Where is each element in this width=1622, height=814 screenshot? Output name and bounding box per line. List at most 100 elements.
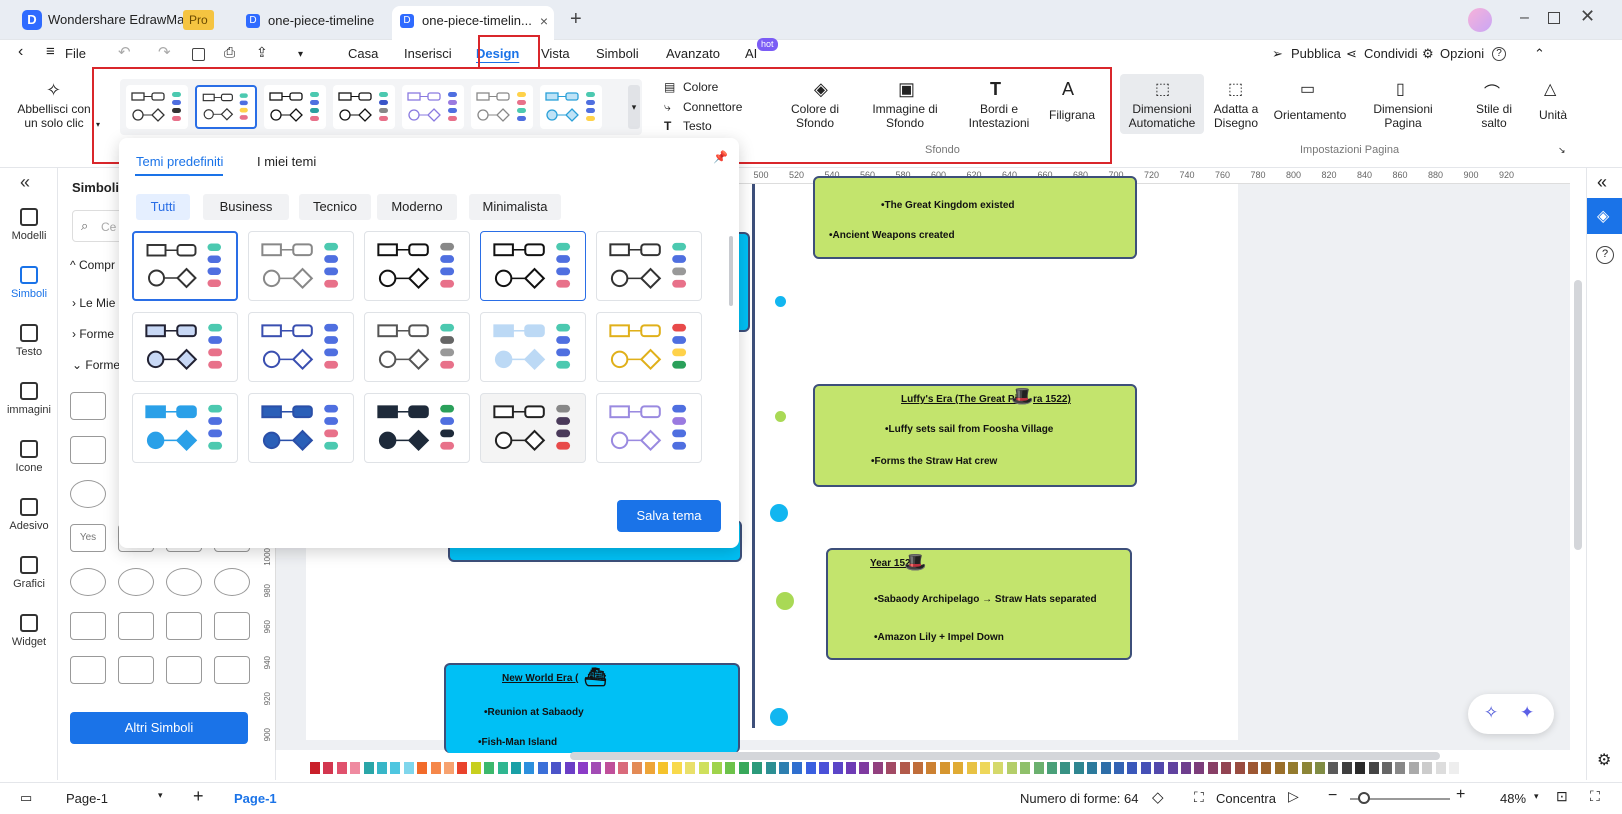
orientation-button[interactable]: Orientamento xyxy=(1273,108,1347,122)
collapse-panel-icon[interactable]: « xyxy=(20,172,31,192)
tab-my-themes[interactable]: I miei temi xyxy=(257,154,317,169)
tab-document-1[interactable]: D one-piece-timeline xyxy=(238,6,388,40)
shape-circle[interactable] xyxy=(214,568,250,596)
theme-card[interactable] xyxy=(132,312,238,382)
color-swatch[interactable] xyxy=(685,762,696,774)
color-swatch[interactable] xyxy=(1288,762,1299,774)
color-swatch[interactable] xyxy=(564,762,575,774)
shape-wave-shape[interactable] xyxy=(118,612,154,640)
export-icon[interactable]: ⇪ xyxy=(256,44,268,60)
theme-card[interactable] xyxy=(248,393,354,463)
menu-inserisci[interactable]: Inserisci xyxy=(404,46,452,61)
color-swatch[interactable] xyxy=(1114,762,1124,774)
color-swatch[interactable] xyxy=(618,762,629,774)
color-swatch[interactable] xyxy=(805,762,816,774)
page-layout-icon[interactable]: ▭ xyxy=(20,790,33,805)
dropdown-scrollbar[interactable] xyxy=(729,236,733,306)
rail-item-simboli[interactable]: Simboli xyxy=(0,266,58,300)
color-swatch[interactable] xyxy=(604,762,615,774)
color-swatch[interactable] xyxy=(1060,762,1071,774)
color-swatch[interactable] xyxy=(926,762,937,774)
color-swatch[interactable] xyxy=(1435,762,1446,774)
help-icon[interactable]: ? xyxy=(1596,246,1614,264)
zoom-slider-handle[interactable] xyxy=(1358,792,1370,804)
save-theme-button[interactable]: Salva tema xyxy=(617,500,721,532)
theme-thumbnail[interactable] xyxy=(402,85,464,129)
color-swatch[interactable] xyxy=(1274,762,1285,774)
color-swatch[interactable] xyxy=(1234,762,1245,774)
color-swatch[interactable] xyxy=(1221,762,1232,774)
shape-ellipse[interactable] xyxy=(70,480,106,508)
watermark-button[interactable]: Filigrana xyxy=(1048,108,1096,122)
connector-dropdown[interactable]: Connettore xyxy=(683,100,743,114)
tab-predefined-themes[interactable]: Temi predefiniti xyxy=(136,154,224,169)
color-swatch[interactable] xyxy=(1194,762,1205,774)
color-swatch[interactable] xyxy=(832,762,843,774)
jump-style-button[interactable]: Stile di salto xyxy=(1475,102,1513,130)
shape-wave-shape[interactable] xyxy=(214,612,250,640)
minimize-icon[interactable]: – xyxy=(1520,9,1529,26)
color-swatch[interactable] xyxy=(484,762,495,774)
focus-icon[interactable]: ⛶ xyxy=(1194,789,1204,805)
auto-size-button[interactable]: Dimensioni Automatiche xyxy=(1128,102,1196,130)
vertical-scrollbar[interactable] xyxy=(1574,280,1582,550)
color-swatch[interactable] xyxy=(578,762,588,774)
expand-right-panel-icon[interactable]: « xyxy=(1597,172,1608,192)
color-swatch[interactable] xyxy=(430,762,441,774)
theme-card[interactable] xyxy=(480,393,586,463)
color-swatch[interactable] xyxy=(913,762,923,774)
zoom-in-icon[interactable]: + xyxy=(1456,786,1466,803)
color-swatch[interactable] xyxy=(1100,762,1111,774)
close-window-icon[interactable]: ✕ xyxy=(1580,6,1596,26)
theme-card[interactable] xyxy=(132,393,238,463)
rail-item-grafici[interactable]: Grafici xyxy=(0,556,58,590)
color-swatch[interactable] xyxy=(939,762,950,774)
page-select-chevron-icon[interactable]: ▾ xyxy=(158,790,163,800)
print-icon[interactable]: ⎙ xyxy=(224,44,236,60)
color-swatch[interactable] xyxy=(1395,762,1406,774)
color-swatch[interactable] xyxy=(1328,762,1339,774)
color-swatch[interactable] xyxy=(765,762,776,774)
pin-icon[interactable]: 📌 xyxy=(713,150,728,164)
color-swatch[interactable] xyxy=(1248,762,1258,774)
filter-technical[interactable]: Tecnico xyxy=(299,194,371,220)
text-dropdown[interactable]: Testo xyxy=(683,119,712,133)
color-swatch[interactable] xyxy=(1181,762,1191,774)
color-swatch[interactable] xyxy=(1006,762,1017,774)
menu-casa[interactable]: Casa xyxy=(348,46,379,61)
theme-card[interactable] xyxy=(132,231,238,301)
theme-thumbnail[interactable] xyxy=(126,85,188,129)
rail-item-adesivo[interactable]: Adesivo xyxy=(0,498,58,532)
rail-item-widget[interactable]: Widget xyxy=(0,614,58,648)
shape-hexagon[interactable] xyxy=(70,656,106,684)
color-swatch[interactable] xyxy=(1167,762,1178,774)
theme-thumbnail[interactable] xyxy=(333,85,395,129)
menu-file[interactable]: File xyxy=(65,46,86,61)
color-swatch[interactable] xyxy=(698,762,709,774)
theme-card[interactable] xyxy=(596,393,702,463)
page-tab[interactable]: Page-1 xyxy=(234,791,277,806)
timeline-event-box[interactable]: •The Great Kingdom existed •Ancient Weap… xyxy=(813,176,1137,259)
play-icon[interactable]: ▷ xyxy=(1288,788,1299,804)
back-icon[interactable]: ‹ xyxy=(18,43,24,60)
color-swatch[interactable] xyxy=(872,762,883,774)
color-swatch[interactable] xyxy=(792,762,803,774)
color-swatch[interactable] xyxy=(899,762,910,774)
color-swatch[interactable] xyxy=(1408,762,1419,774)
color-swatch[interactable] xyxy=(524,762,535,774)
shape-process-rect[interactable] xyxy=(70,392,106,420)
zoom-level[interactable]: 48% xyxy=(1500,791,1527,806)
zoom-out-icon[interactable]: − xyxy=(1328,787,1338,804)
color-dropdown[interactable]: Colore xyxy=(683,80,719,94)
zoom-chevron-icon[interactable]: ▾ xyxy=(1534,791,1539,801)
page-select[interactable]: Page-1 xyxy=(66,791,108,806)
filter-business[interactable]: Business xyxy=(203,194,289,220)
ai-sparkle-icon[interactable]: ✦ xyxy=(1520,703,1535,722)
shape-circle[interactable] xyxy=(70,568,106,596)
color-swatch[interactable] xyxy=(377,762,387,774)
publish-button[interactable]: Pubblica xyxy=(1291,46,1341,61)
color-swatch[interactable] xyxy=(738,762,749,774)
color-swatch[interactable] xyxy=(363,762,374,774)
theme-card[interactable] xyxy=(248,231,354,301)
more-symbols-button[interactable]: Altri Simboli xyxy=(70,712,248,744)
